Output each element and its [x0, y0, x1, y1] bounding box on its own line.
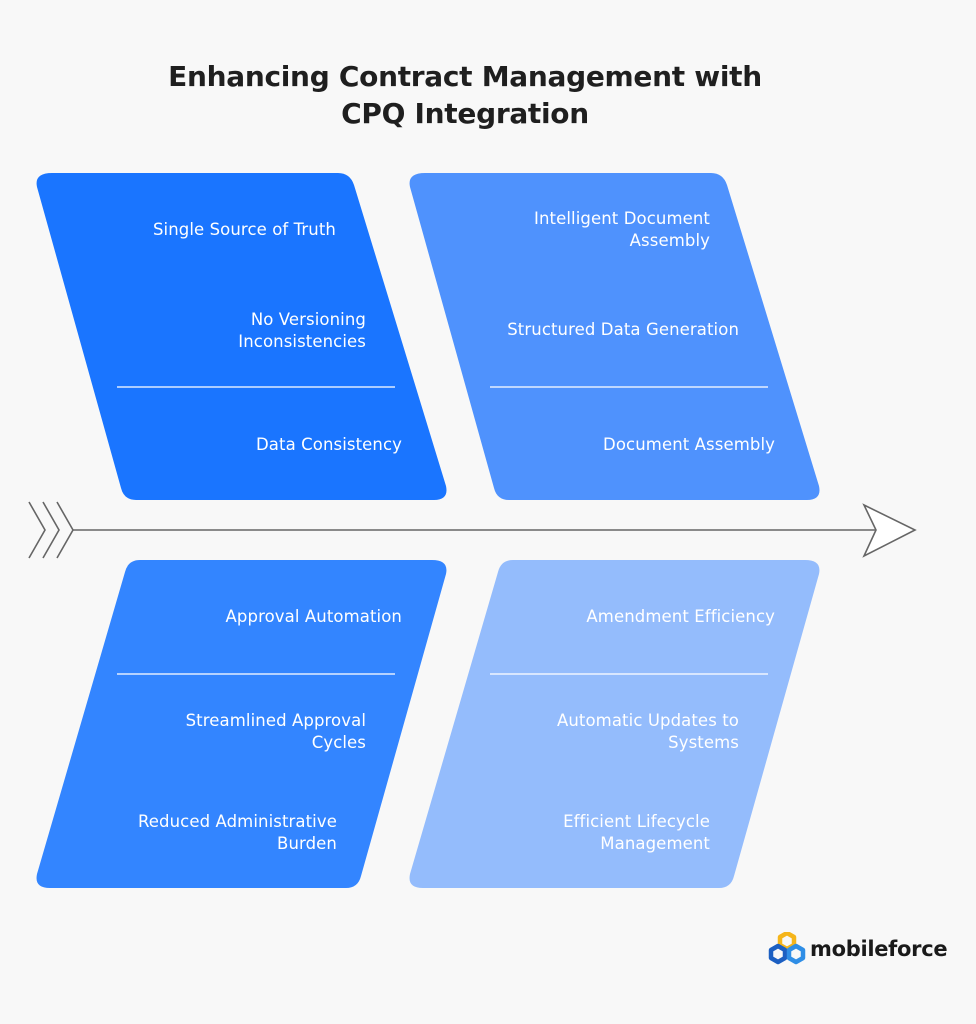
- item-line: Efficient Lifecycle: [563, 812, 710, 831]
- item-line: Inconsistencies: [238, 332, 366, 351]
- arrowhead-icon: [862, 503, 917, 558]
- item-line: Management: [600, 834, 710, 853]
- item-line: Streamlined Approval: [185, 711, 366, 730]
- item-streamlined-approval-cycles: Streamlined Approval Cycles: [186, 710, 366, 754]
- item-no-versioning-inconsistencies: No Versioning Inconsistencies: [238, 309, 366, 353]
- item-line: Systems: [668, 733, 739, 752]
- item-approval-automation: Approval Automation: [226, 606, 402, 628]
- item-amendment-efficiency: Amendment Efficiency: [586, 606, 775, 628]
- box-bottom-left: [36, 560, 447, 888]
- item-single-source-of-truth: Single Source of Truth: [153, 219, 336, 241]
- box-top-left: [36, 173, 447, 500]
- item-line: Automatic Updates to: [556, 711, 739, 730]
- item-line: Intelligent Document: [534, 209, 710, 228]
- hexagon-chain-logo-icon: [768, 932, 806, 965]
- item-data-consistency: Data Consistency: [256, 434, 402, 456]
- item-document-assembly: Document Assembly: [603, 434, 775, 456]
- item-line: Cycles: [311, 733, 366, 752]
- title-line-1: Enhancing Contract Management with: [168, 60, 762, 93]
- brand-logo: mobileforce: [768, 932, 948, 966]
- diagram-title: Enhancing Contract Management with CPQ I…: [0, 58, 930, 132]
- box-bottom-right: [409, 560, 820, 888]
- item-intelligent-document-assembly: Intelligent Document Assembly: [534, 208, 710, 252]
- spine-tail-icon: [28, 501, 74, 559]
- title-line-2: CPQ Integration: [341, 97, 589, 130]
- item-reduced-administrative-burden: Reduced Administrative Burden: [138, 811, 337, 855]
- item-line: No Versioning: [250, 310, 366, 329]
- item-automatic-updates-to-systems: Automatic Updates to Systems: [557, 710, 739, 754]
- item-line: Data Consistency: [255, 435, 402, 454]
- item-line: Structured Data Generation: [507, 320, 739, 339]
- item-efficient-lifecycle-management: Efficient Lifecycle Management: [563, 811, 710, 855]
- item-line: Approval Automation: [225, 607, 402, 626]
- item-line: Burden: [277, 834, 337, 853]
- item-line: Single Source of Truth: [152, 220, 336, 239]
- item-line: Document Assembly: [603, 435, 775, 454]
- item-structured-data-generation: Structured Data Generation: [507, 319, 739, 341]
- box-top-right: [409, 173, 820, 500]
- item-line: Assembly: [629, 231, 710, 250]
- item-line: Reduced Administrative: [137, 812, 337, 831]
- brand-name: mobileforce: [810, 937, 948, 961]
- item-line: Amendment Efficiency: [586, 607, 775, 626]
